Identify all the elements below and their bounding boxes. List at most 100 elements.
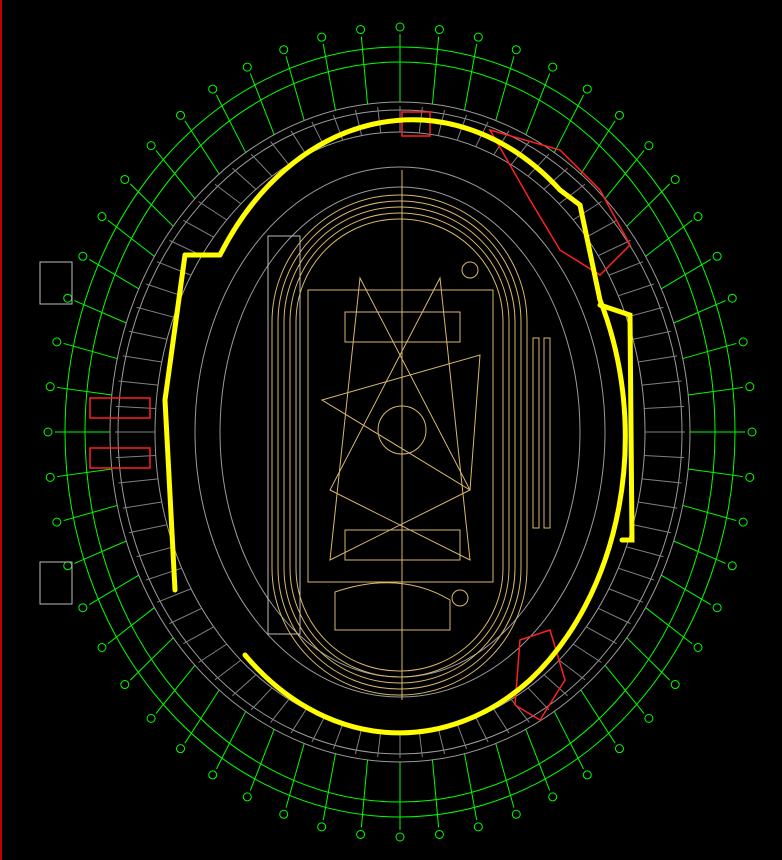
axis-bubble — [63, 561, 73, 571]
bay-line — [122, 355, 162, 363]
southeast-rooms — [514, 629, 566, 722]
bay-line — [354, 109, 363, 136]
axis-bubble — [747, 427, 757, 437]
axis-line — [553, 711, 584, 770]
axis-line — [682, 342, 737, 360]
axis-bubble — [670, 680, 680, 690]
bay-line — [626, 306, 664, 318]
bay-line — [128, 330, 168, 340]
bay-line — [618, 567, 655, 581]
axis-line — [184, 120, 220, 175]
bay-line — [311, 717, 325, 743]
corridor-north-west — [217, 117, 563, 258]
axis-bubble — [63, 293, 73, 303]
bay-line — [145, 283, 182, 297]
bay-line — [290, 708, 307, 734]
bay-line — [437, 728, 446, 755]
axis-bubble — [242, 62, 252, 72]
bay-line — [250, 153, 273, 177]
axis-line — [688, 386, 743, 396]
axis-line — [464, 753, 478, 821]
axis-line — [107, 219, 155, 257]
axis-line — [525, 729, 551, 791]
bay-line — [558, 659, 586, 681]
track-lane-2 — [277, 200, 522, 690]
bay-line — [354, 728, 363, 755]
bay-line — [527, 153, 550, 177]
bay-line — [232, 674, 257, 697]
axis-line — [626, 183, 671, 227]
bay-line — [608, 588, 644, 603]
west-room-1 — [89, 397, 151, 419]
corridor-path — [162, 117, 635, 736]
bay-line — [543, 167, 568, 190]
axis-line — [360, 759, 369, 828]
west-stand-block — [267, 235, 301, 635]
hammer-cage-north — [461, 261, 479, 279]
bay-line — [626, 546, 664, 558]
bay-line — [586, 219, 617, 238]
axis-line — [673, 540, 726, 564]
axis-bubble — [97, 212, 107, 222]
bay-line — [115, 405, 156, 409]
axis-bubble — [473, 822, 483, 832]
bay-line — [644, 455, 685, 459]
track-lane-inner — [295, 218, 504, 672]
axis-bubble — [548, 792, 558, 802]
axis-line — [155, 665, 196, 714]
bay-line — [638, 501, 678, 509]
axis-bubble — [434, 829, 444, 839]
axis-line — [645, 607, 693, 645]
axis-line — [464, 43, 478, 111]
throwing-sector-b — [329, 276, 471, 561]
axis-line — [688, 468, 743, 478]
axis-line — [63, 504, 118, 522]
bay-line — [214, 659, 242, 681]
axis-bubble — [693, 212, 703, 222]
axis-line — [604, 150, 645, 199]
axis-bubble — [45, 382, 55, 392]
bay-line — [118, 478, 159, 484]
axis-line — [249, 73, 275, 135]
axis-line — [216, 94, 247, 153]
axis-line — [322, 43, 336, 111]
corridor-east-branch — [597, 302, 635, 543]
axis-line — [285, 56, 305, 121]
axis-line — [645, 219, 693, 257]
west-stair-lower — [39, 561, 73, 605]
bay-line — [270, 141, 290, 166]
track-and-field — [271, 170, 551, 700]
bay-line — [641, 380, 682, 386]
axis-bubble — [395, 832, 405, 842]
axis-bubble — [582, 84, 592, 94]
bay-line — [128, 524, 168, 534]
bay-line — [586, 626, 617, 645]
axis-bubble — [712, 251, 722, 261]
bay-line — [136, 546, 174, 558]
stair-blocks — [39, 235, 301, 635]
axis-line — [431, 36, 440, 105]
throwing-sector-a — [329, 276, 471, 561]
axis-bubble — [693, 642, 703, 652]
bay-line — [332, 723, 344, 750]
axis-line — [661, 574, 712, 606]
axis-line — [495, 743, 515, 808]
bay-line — [632, 524, 672, 534]
axis-line — [495, 56, 515, 121]
axis-line — [88, 574, 139, 606]
axis-bubble — [176, 744, 186, 754]
axis-line — [580, 120, 616, 175]
axis-bubble — [45, 472, 55, 482]
bay-line — [290, 130, 307, 156]
axis-bubble — [548, 62, 558, 72]
bay-line — [543, 674, 568, 697]
axis-bubble — [78, 251, 88, 261]
north-room — [401, 111, 431, 137]
axis-line — [88, 258, 139, 290]
axis-bubble — [78, 603, 88, 613]
axis-grid — [43, 22, 757, 842]
axis-bubble — [97, 642, 107, 652]
bay-line — [183, 626, 214, 645]
axis-bubble — [745, 472, 755, 482]
